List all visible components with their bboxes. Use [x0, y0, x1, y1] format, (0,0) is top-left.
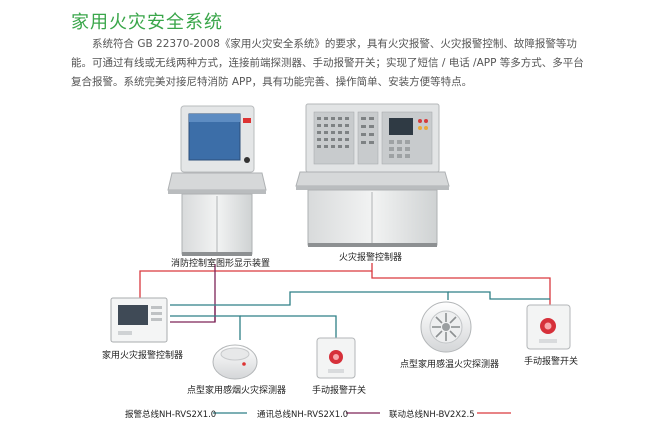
legend-comm-bus: 通讯总线NH-RVS2X1.0	[257, 410, 349, 420]
alarm-bus-wire	[240, 315, 337, 338]
label-manual-switch-right: 手动报警开关	[524, 357, 579, 367]
alarm-bus-wire	[170, 315, 241, 340]
fire-alarm-console	[295, 103, 450, 247]
smoke-detector-icon	[212, 344, 258, 380]
manual-alarm-switch-icon	[526, 304, 571, 350]
link-bus-wire	[139, 263, 373, 300]
label-heat-detector: 点型家用感温火灾探测器	[400, 360, 500, 370]
page-title: 家用火灾安全系统	[71, 12, 223, 33]
manual-alarm-switch-icon	[316, 337, 356, 379]
intro-paragraph: 系统符合 GB 22370-2008《家用火灾安全系统》的要求，具有火灾报警、火…	[71, 38, 584, 88]
label-graphic-display: 消防控制室图形显示装置	[171, 259, 271, 269]
label-smoke-detector: 点型家用感烟火灾探测器	[187, 386, 287, 396]
label-home-controller: 家用火灾报警控制器	[102, 351, 184, 361]
home-controller-device	[110, 297, 168, 343]
key-lock-icon	[244, 157, 250, 163]
label-fire-alarm-controller: 火灾报警控制器	[339, 253, 403, 263]
legend-link-bus: 联动总线NH-BV2X2.5	[389, 410, 475, 420]
alarm-bus-wire	[170, 291, 449, 306]
lcd-screen	[389, 118, 413, 135]
graphic-display-workstation	[167, 105, 267, 256]
intro-text: 系统符合 GB 22370-2008《家用火灾安全系统》的要求，具有火灾报警、火…	[71, 35, 591, 92]
comm-bus-wire	[170, 264, 216, 323]
link-bus-wire	[371, 271, 551, 305]
indicator-light	[243, 118, 251, 123]
heat-detector-icon	[420, 301, 472, 353]
legend-alarm-bus: 报警总线NH-RVS2X1.0	[125, 410, 217, 420]
alarm-bus-wire	[448, 291, 550, 300]
bus-wiring	[139, 263, 551, 340]
label-manual-switch-left: 手动报警开关	[312, 386, 367, 396]
